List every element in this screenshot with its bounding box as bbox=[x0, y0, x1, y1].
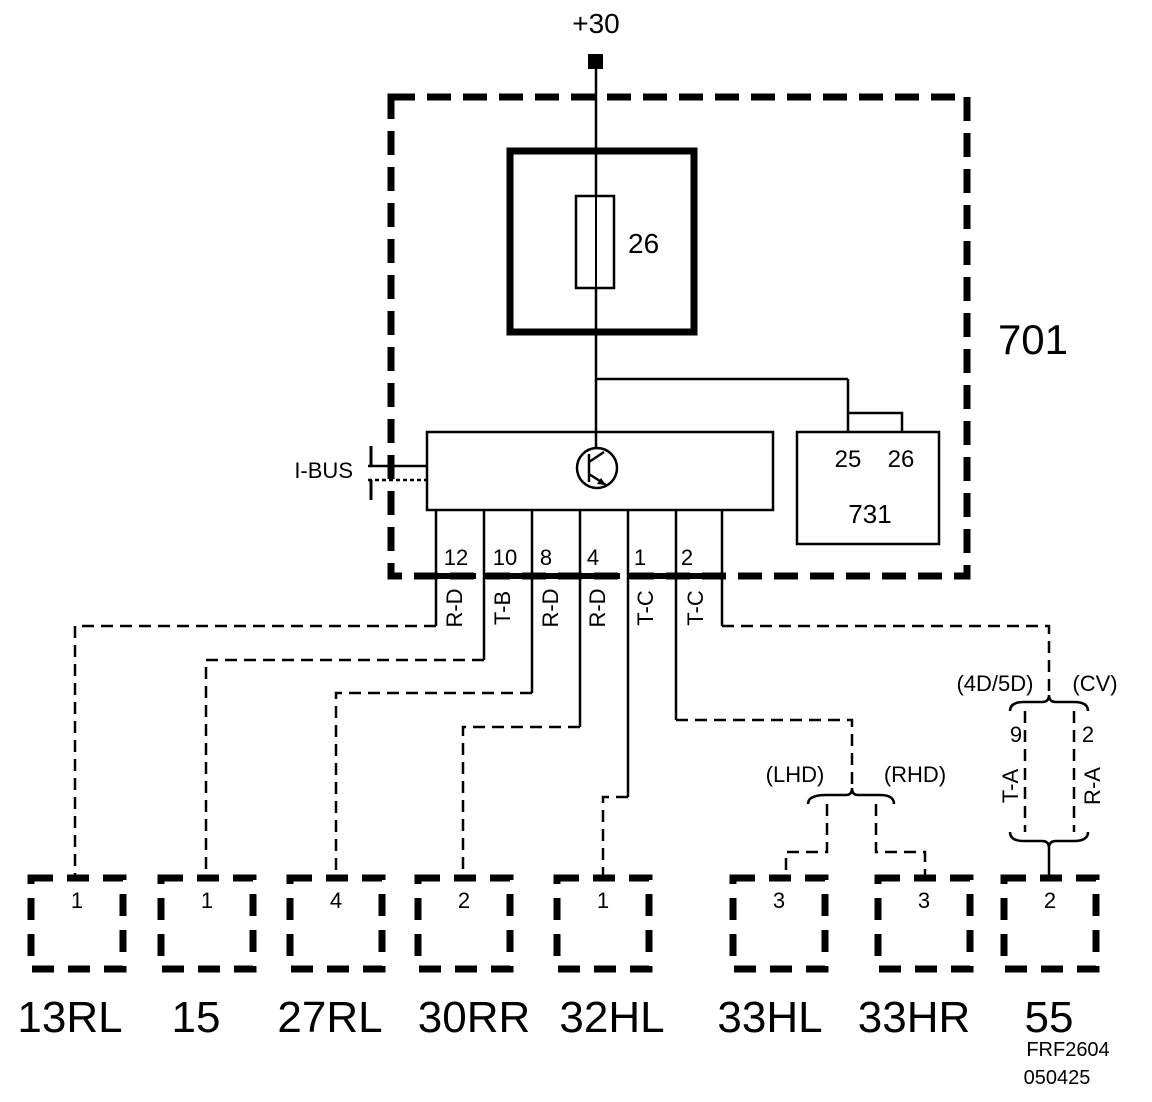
connector-label: 33HR bbox=[858, 993, 971, 1042]
connector-32hl: 1 32HL bbox=[553, 874, 665, 1042]
relay-box bbox=[795, 430, 941, 546]
connector-33hl: 3 33HL bbox=[717, 874, 829, 1042]
relay-label: 731 bbox=[848, 499, 891, 529]
wire-color: R-D bbox=[538, 588, 563, 627]
connector-pin: 1 bbox=[201, 888, 213, 913]
pin-12: 12 R-D bbox=[434, 510, 476, 628]
wire-to-13rl bbox=[73, 624, 436, 878]
pin-4: 4 R-D bbox=[578, 510, 620, 628]
pin-number: 2 bbox=[681, 545, 693, 570]
body-split-brace-top bbox=[1008, 694, 1090, 712]
supply-label: +30 bbox=[572, 8, 620, 39]
wire-to-15 bbox=[204, 658, 484, 878]
wire-to-33h bbox=[676, 718, 854, 793]
wire-to-33hr bbox=[874, 804, 927, 878]
pin-10: 10 T-B bbox=[482, 510, 524, 625]
transistor-icon bbox=[575, 432, 619, 490]
connector-label: 30RR bbox=[418, 993, 531, 1042]
body-split-brace-bottom bbox=[1008, 831, 1090, 849]
wire-color: T-C bbox=[633, 590, 658, 626]
connector-label: 13RL bbox=[17, 993, 122, 1042]
wire-to-55 bbox=[722, 624, 1051, 693]
connector-label: 27RL bbox=[277, 993, 382, 1042]
variant-rhd-label: (RHD) bbox=[884, 762, 946, 787]
wire-to-33hl bbox=[784, 804, 829, 878]
branch55-right-pin: 2 bbox=[1082, 722, 1094, 747]
pin-number: 12 bbox=[444, 545, 468, 570]
branch55-left-wire: T-A bbox=[998, 769, 1023, 804]
wire-to-27rl bbox=[334, 691, 532, 878]
pin-1: 1 T-C bbox=[626, 510, 668, 626]
pin-8: 8 R-D bbox=[530, 510, 572, 628]
connector-label: 15 bbox=[172, 993, 221, 1042]
connector-55: 2 55 bbox=[1000, 874, 1100, 1042]
pin-number: 8 bbox=[540, 545, 552, 570]
wire-color: T-B bbox=[490, 591, 515, 625]
connector-pin: 2 bbox=[1044, 888, 1056, 913]
fuse-label: 26 bbox=[628, 228, 659, 259]
relay-pin-b: 26 bbox=[888, 446, 915, 473]
variant-4d5d-label: (4D/5D) bbox=[956, 671, 1033, 696]
variant-cv-label: (CV) bbox=[1072, 671, 1117, 696]
branch55-right-wire: R-A bbox=[1080, 767, 1105, 805]
variant-lhd-label: (LHD) bbox=[766, 762, 825, 787]
bus-label: I-BUS bbox=[294, 458, 353, 483]
wire-color: T-C bbox=[683, 590, 708, 626]
fuse-box bbox=[506, 147, 698, 336]
connector-33hr: 3 33HR bbox=[858, 874, 974, 1042]
wire-to-32hl bbox=[601, 795, 628, 878]
footer-date: 050425 bbox=[1024, 1067, 1091, 1089]
connector-label: 33HL bbox=[717, 993, 822, 1042]
pin-2: 2 T-C bbox=[674, 510, 716, 626]
connector-13rl: 1 13RL bbox=[17, 874, 127, 1042]
wire-to-30rr bbox=[461, 725, 580, 878]
connector-pin: 3 bbox=[918, 888, 930, 913]
branch55-left-pin: 9 bbox=[1010, 722, 1022, 747]
variant-split-brace bbox=[806, 787, 896, 805]
connector-27rl: 4 27RL bbox=[277, 874, 386, 1042]
pin-number: 10 bbox=[493, 545, 517, 570]
connector-label: 55 bbox=[1025, 993, 1074, 1042]
bus-connector bbox=[368, 446, 427, 500]
connector-pin: 2 bbox=[458, 888, 470, 913]
connector-pin: 3 bbox=[773, 888, 785, 913]
control-unit bbox=[425, 430, 775, 512]
connector-pin: 1 bbox=[71, 888, 83, 913]
connector-label: 32HL bbox=[559, 993, 664, 1042]
relay-jumper bbox=[848, 411, 904, 432]
wire-color: R-D bbox=[442, 588, 467, 627]
pin-number: 1 bbox=[634, 545, 646, 570]
module-label: 701 bbox=[998, 316, 1068, 363]
relay-pin-a: 25 bbox=[835, 446, 862, 473]
connector-15: 1 15 bbox=[157, 874, 257, 1042]
connector-pin: 1 bbox=[597, 888, 609, 913]
footer-code: FRF2604 bbox=[1026, 1039, 1109, 1061]
pin-number: 4 bbox=[587, 545, 599, 570]
connector-30rr: 2 30RR bbox=[414, 874, 531, 1042]
connector-pin: 4 bbox=[330, 888, 342, 913]
wire-color: R-D bbox=[585, 588, 610, 627]
